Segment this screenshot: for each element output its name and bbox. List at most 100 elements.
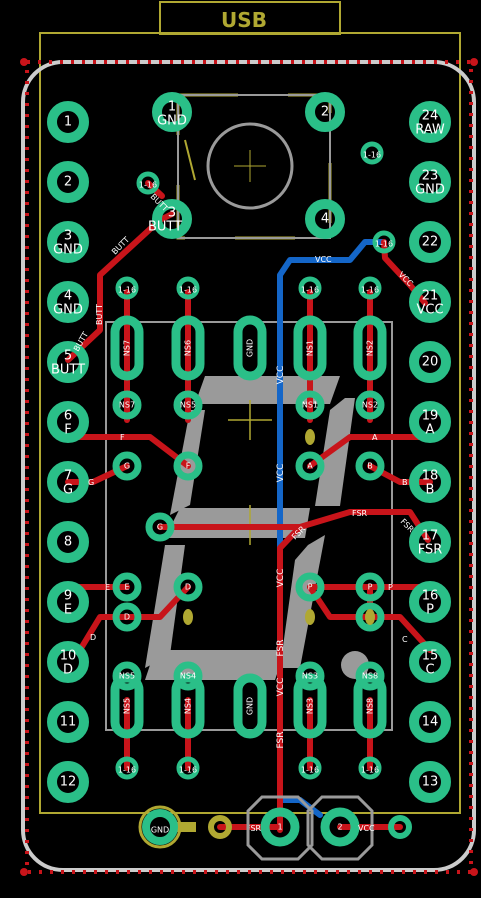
segment-b [315,398,355,506]
left-header-pin-10: 10D [47,641,89,683]
svg-text:C: C [425,663,434,678]
svg-text:13: 13 [422,775,439,790]
svg-text:D: D [185,583,191,592]
svg-text:F: F [186,462,191,471]
svg-text:NS1: NS1 [306,340,315,356]
svg-text:NS1: NS1 [302,401,318,410]
display-top-pin-ns2: NS2 [353,315,387,381]
svg-text:GND: GND [151,826,169,835]
dimension-outline [25,60,473,874]
right-header-pin-22: 22 [409,221,451,263]
svg-text:FSR: FSR [246,824,262,833]
segment-pad-1: NS5 [173,390,203,420]
segment-pad-9: E [112,572,142,602]
svg-text:23: 23 [422,169,439,184]
svg-text:A: A [372,433,378,442]
via-9: 1-16 [298,756,322,780]
svg-text:NS8: NS8 [366,698,375,714]
svg-text:B: B [367,462,373,471]
svg-text:NS8: NS8 [362,672,378,681]
svg-text:15: 15 [422,649,439,664]
left-header-pin-11: 11 [47,701,89,743]
svg-text:BUTT: BUTT [148,220,182,235]
display-bottom-pin-ns8: NS8 [353,673,387,739]
left-header-pin-7: 7G [47,461,89,503]
capacitor-c1: 1 [246,795,314,861]
segment-e [145,545,185,668]
svg-text:BUTT: BUTT [95,304,104,325]
svg-text:2: 2 [321,105,329,120]
svg-text:FSR: FSR [352,509,368,518]
svg-text:1-16: 1-16 [375,240,393,249]
button-pad-4: 4 [305,199,345,239]
svg-text:E: E [124,583,129,592]
via-8: 1-16 [176,756,200,780]
segment-pad-2: NS1 [295,390,325,420]
svg-text:G: G [63,483,73,498]
segment-pad-3: NS2 [355,390,385,420]
svg-text:G: G [88,478,94,487]
button-pad-1: 1 GND [152,92,192,132]
svg-text:GND: GND [53,303,83,318]
svg-text:GND: GND [157,114,187,129]
svg-text:GND: GND [246,339,255,357]
right-header-pin-18: 18B [409,461,451,503]
via-0: 1-16 [360,141,384,165]
svg-text:A: A [426,423,435,438]
svg-text:20: 20 [422,355,439,370]
segment-pad-15: NS5 [112,661,142,691]
via-5: 1-16 [298,276,322,300]
svg-text:3: 3 [64,229,72,244]
svg-text:1-16: 1-16 [361,286,379,295]
svg-text:NS6: NS6 [184,340,193,356]
svg-text:3: 3 [168,206,176,221]
left-header-pin-8: 8 [47,521,89,563]
svg-text:F: F [64,423,71,438]
display-top-pin-ns1: NS1 [293,315,327,381]
svg-text:12: 12 [60,775,77,790]
svg-text:G: G [157,523,163,532]
svg-text:G: G [124,462,130,471]
svg-text:FSR: FSR [418,543,443,558]
svg-text:D: D [90,633,96,642]
via-6: 1-16 [358,276,382,300]
svg-text:1-16: 1-16 [118,286,136,295]
board-outline [21,60,476,872]
svg-text:1-16: 1-16 [301,286,319,295]
svg-text:FSR: FSR [276,640,286,657]
svg-text:NS4: NS4 [184,698,193,714]
svg-text:B: B [402,478,408,487]
solder-mark-0 [305,429,315,445]
svg-text:2: 2 [337,823,342,832]
via-7: 1-16 [115,756,139,780]
segment-pad-13: D [112,602,142,632]
svg-text:D: D [63,663,73,678]
svg-text:21: 21 [422,289,439,304]
svg-text:4: 4 [321,212,329,227]
svg-text:VCC: VCC [276,366,286,385]
svg-text:F: F [120,433,125,442]
svg-text:FSR: FSR [276,732,286,749]
bottom-traces [277,239,387,818]
button-pad-2: 2 [305,92,345,132]
bottom-gnd-pad: GND [138,805,182,849]
right-header-pin-15: 15C [409,641,451,683]
svg-text:NS5: NS5 [119,672,135,681]
svg-text:1-16: 1-16 [118,766,136,775]
svg-text:VCC: VCC [358,824,375,833]
right-header-pin-20: 20 [409,341,451,383]
segment-pad-11: P [295,572,325,602]
tactile-button [176,93,332,240]
svg-text:6: 6 [64,409,72,424]
segment-c [280,535,325,668]
segment-pad-4: G [112,451,142,481]
display-bottom-pin-ns3: NS3 [293,673,327,739]
segment-pad-7: B [355,451,385,481]
bottom-vcc-pad: VCC [358,815,412,839]
svg-text:14: 14 [422,715,439,730]
